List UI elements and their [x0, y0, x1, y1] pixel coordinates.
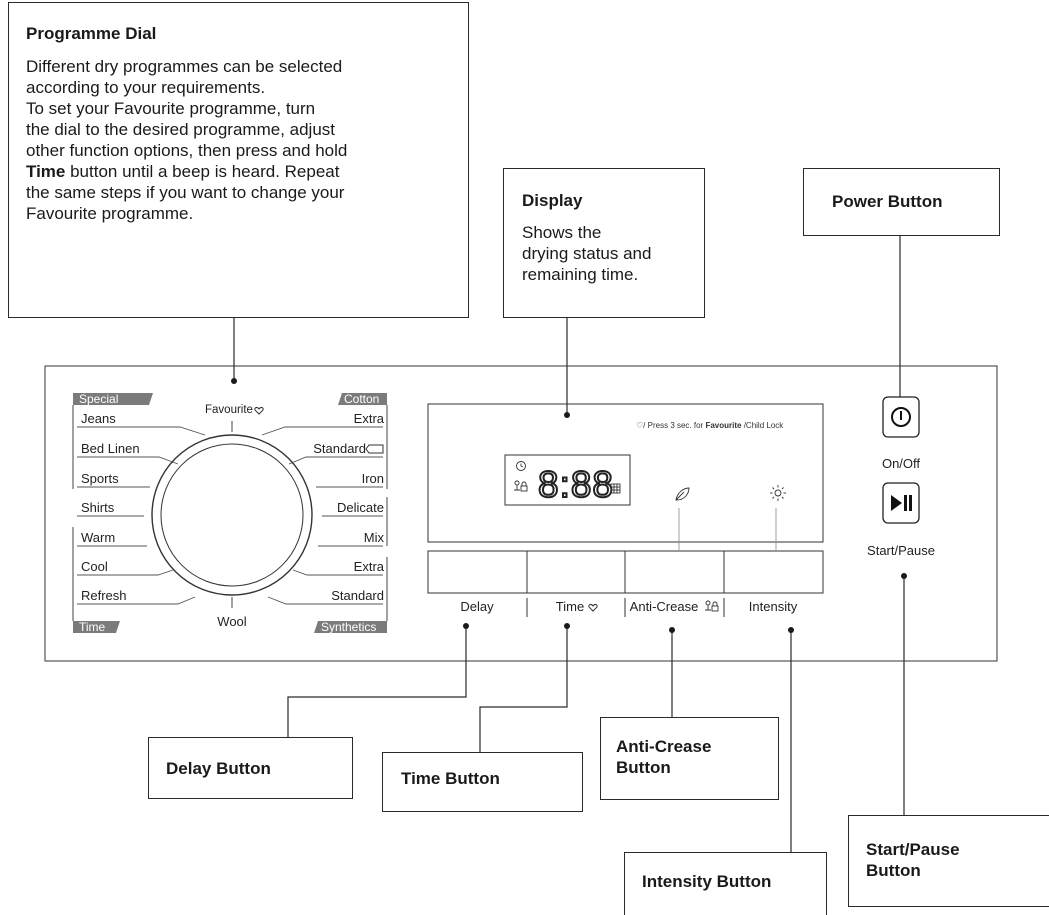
heart-icon: [254, 406, 264, 415]
group-tag-time: [73, 621, 120, 633]
programme-shirts: Shirts: [81, 500, 115, 515]
display-area: 8:88 ♡/ Press 3 sec. for Favourite /Chil…: [427, 403, 824, 550]
display-hint-prefix: ♡/: [636, 421, 646, 430]
display-digits-frame: [504, 454, 631, 506]
programme-synthetics-extra: Extra: [354, 559, 385, 574]
callout-text-line: according to your requirements.: [26, 78, 266, 97]
delay-label: Delay: [460, 599, 494, 614]
power-area: On/Off Start/Pause: [867, 396, 935, 558]
callout-intensity-button: Intensity Button: [624, 852, 827, 915]
callout-time-button: Time Button: [382, 752, 583, 812]
display-hint-text: Press 3 sec. for: [648, 421, 706, 430]
display-hint-bold: Favourite: [705, 421, 742, 430]
group-tag-special: [73, 393, 153, 405]
time-label: Time: [556, 599, 584, 614]
leader-time: [479, 627, 568, 752]
callout-display: Display Shows the drying status and rema…: [503, 168, 705, 318]
callout-bold-term: Time: [26, 162, 66, 181]
callout-title: Anti-Crease: [616, 737, 712, 756]
leaf-icon: [675, 487, 690, 501]
display-hint: ♡/ Press 3 sec. for Favourite /Child Loc…: [636, 421, 784, 430]
programme-warm: Warm: [81, 530, 115, 545]
programme-dial-knob-outer[interactable]: [151, 434, 313, 596]
intensity-label: Intensity: [749, 599, 798, 614]
callout-title: Display: [522, 191, 583, 210]
delay-button[interactable]: [428, 551, 527, 593]
on-off-label: On/Off: [882, 456, 920, 471]
callout-text-rest: button until a beep is heard. Repeat: [65, 162, 340, 181]
programme-iron: Iron: [362, 471, 384, 486]
button-row: Delay Time Anti-Crease Intensity: [427, 550, 824, 617]
group-tag-synthetics: [314, 621, 387, 633]
callout-text-line: Time button until a beep is heard. Repea…: [26, 161, 454, 182]
programme-sports: Sports: [81, 471, 119, 486]
programme-jeans: Jeans: [81, 411, 116, 426]
programme-favourite: Favourite: [205, 404, 253, 416]
callout-title: Power Button: [832, 192, 943, 211]
callout-title: Programme Dial: [26, 24, 157, 43]
callout-start-pause-button: Start/Pause Button: [848, 815, 1049, 907]
callout-text-line: the dial to the desired programme, adjus…: [26, 120, 336, 139]
play-pause-icon: [891, 495, 912, 511]
callout-title: Button: [866, 861, 921, 880]
child-lock-icon: [514, 480, 528, 492]
callout-text-line: Different dry programmes can be selected: [26, 57, 343, 76]
start-pause-label: Start/Pause: [867, 543, 935, 558]
anti-crease-label: Anti-Crease: [630, 599, 699, 614]
programme-bed-linen: Bed Linen: [81, 441, 140, 456]
clock-icon: [516, 461, 526, 471]
time-button[interactable]: [527, 551, 625, 593]
panel-outline: [44, 365, 998, 662]
programme-cotton-standard: Standard: [313, 441, 366, 456]
callout-programme-dial: Programme Dial Different dry programmes …: [8, 2, 469, 318]
callout-power-button: Power Button: [803, 168, 1000, 236]
child-lock-icon: [705, 600, 719, 612]
callout-text-line: Shows the: [522, 223, 602, 242]
display-digits: 8:88: [538, 464, 614, 505]
callout-text-line: Favourite programme.: [26, 204, 194, 223]
sun-icon: [770, 485, 786, 501]
programme-cool: Cool: [81, 559, 108, 574]
callout-text-line: drying status and: [522, 244, 652, 263]
callout-delay-button: Delay Button: [148, 737, 353, 799]
display-frame: [427, 403, 824, 543]
callout-text-line: the same steps if you want to change you…: [26, 183, 345, 202]
callout-title: Time Button: [401, 769, 500, 788]
group-label-synthetics: Synthetics: [321, 620, 376, 634]
tshirt-icon: [365, 444, 384, 454]
display-hint-suffix: /Child Lock: [744, 421, 785, 430]
programme-dial-knob-inner: [160, 443, 304, 587]
leader-lines: [233, 236, 905, 852]
callout-title: Start/Pause: [866, 840, 960, 859]
callout-text-line: To set your Favourite programme, turn: [26, 99, 316, 118]
group-tag-cotton: [338, 393, 387, 405]
leader-delay: [287, 627, 467, 737]
grid-icon: [610, 483, 621, 494]
callout-title: Intensity Button: [642, 872, 772, 891]
callout-text-line: remaining time.: [522, 265, 639, 284]
group-label-special: Special: [79, 392, 118, 406]
heart-icon: [588, 603, 598, 612]
intensity-button[interactable]: [724, 551, 823, 593]
power-icon: [891, 407, 911, 427]
callout-anti-crease-button: Anti-Crease Button: [600, 717, 779, 800]
anti-crease-button[interactable]: [625, 551, 724, 593]
programme-synthetics-standard: Standard: [331, 588, 384, 603]
callout-title: Delay Button: [166, 759, 271, 778]
programme-dial-area: Special Cotton Time Synthetics Jeans Bed…: [72, 392, 388, 634]
group-label-cotton: Cotton: [344, 392, 379, 406]
callout-title: Button: [616, 758, 671, 777]
group-label-time: Time: [79, 620, 106, 634]
programme-mix: Mix: [364, 530, 385, 545]
programme-delicate: Delicate: [337, 500, 384, 515]
programme-refresh: Refresh: [81, 588, 127, 603]
callout-text-line: other function options, then press and h…: [26, 141, 348, 160]
programme-cotton-extra: Extra: [354, 411, 385, 426]
programme-wool: Wool: [217, 614, 246, 629]
